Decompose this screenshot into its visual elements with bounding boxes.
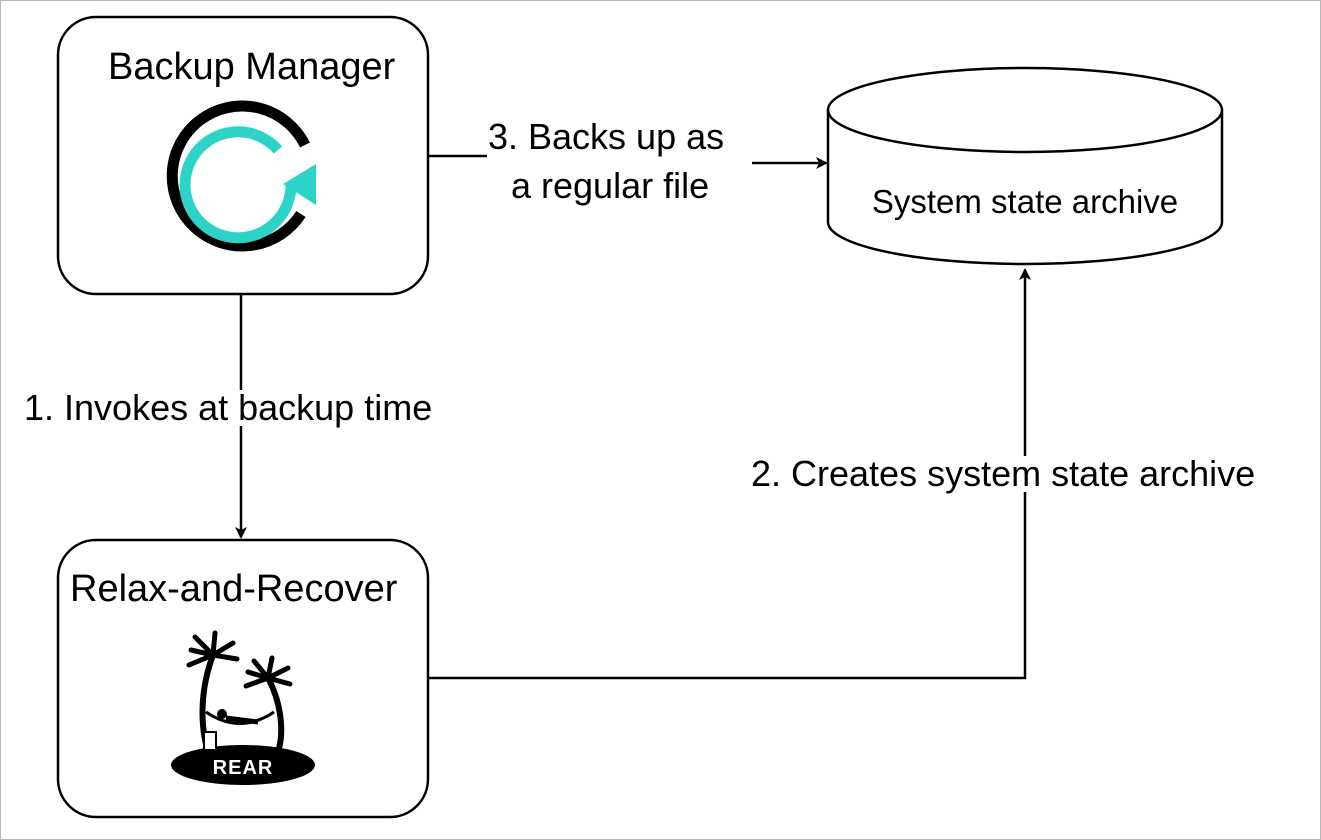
archive-cylinder[interactable] bbox=[826, 66, 1224, 266]
palm-island-logo bbox=[171, 630, 315, 785]
backup-manager-title: Backup Manager bbox=[108, 46, 396, 88]
edge-backs-up-label-line2: a regular file bbox=[511, 165, 710, 206]
rear-title: Relax-and-Recover bbox=[70, 568, 398, 610]
edge-invokes-label: 1. Invokes at backup time bbox=[24, 387, 433, 428]
rear-logo-text: REAR bbox=[212, 757, 274, 779]
edge-backs-up-label-line1: 3. Backs up as bbox=[488, 116, 725, 157]
archive-title: System state archive bbox=[871, 183, 1179, 220]
refresh-cycle-icon bbox=[166, 100, 316, 252]
edge-creates-line bbox=[428, 268, 1031, 680]
edge-creates-label: 2. Creates system state archive bbox=[751, 453, 1256, 494]
